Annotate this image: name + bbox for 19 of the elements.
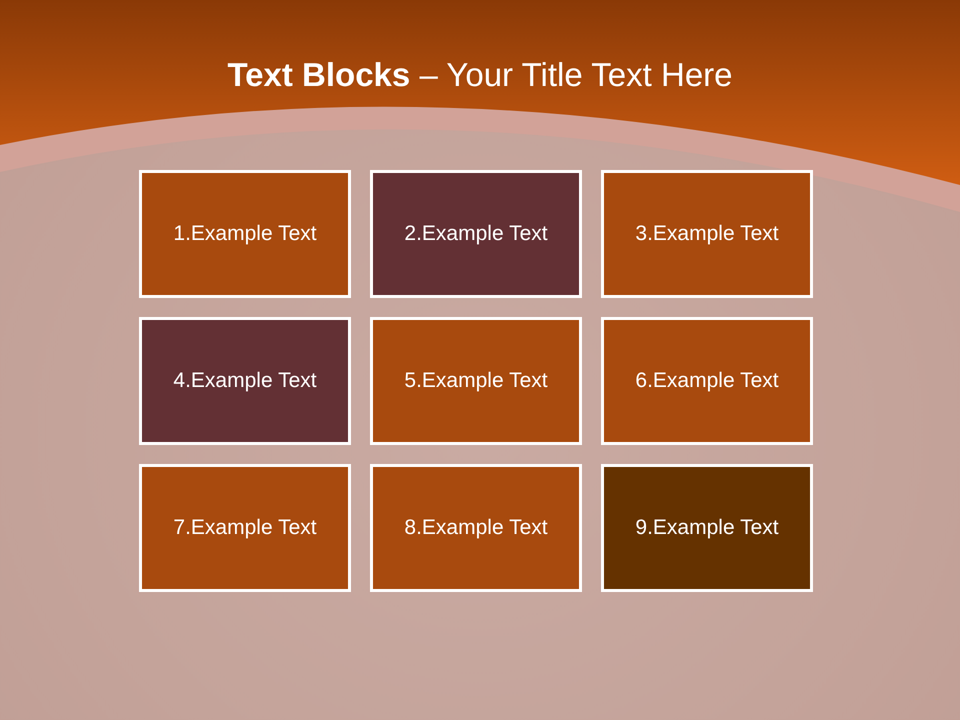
text-block-tile bbox=[139, 170, 351, 298]
text-block-tile bbox=[139, 317, 351, 445]
block-label: 1.Example Text bbox=[173, 221, 317, 247]
text-block-tile bbox=[601, 170, 813, 298]
block-label: 3.Example Text bbox=[635, 221, 779, 247]
block-label: 9.Example Text bbox=[635, 515, 779, 541]
block-label: 8.Example Text bbox=[404, 515, 548, 541]
slide-title: Text Blocks – Your Title Text Here bbox=[227, 55, 733, 95]
text-block-tile bbox=[139, 464, 351, 592]
text-block-tile bbox=[370, 464, 582, 592]
text-block-tile bbox=[370, 317, 582, 445]
block-label: 6.Example Text bbox=[635, 368, 779, 394]
block-label: 2.Example Text bbox=[404, 221, 548, 247]
text-block-tile bbox=[370, 170, 582, 298]
block-label: 4.Example Text bbox=[173, 368, 317, 394]
text-block-tile bbox=[601, 317, 813, 445]
block-label: 7.Example Text bbox=[173, 515, 317, 541]
block-label: 5.Example Text bbox=[404, 368, 548, 394]
text-block-tile bbox=[601, 464, 813, 592]
